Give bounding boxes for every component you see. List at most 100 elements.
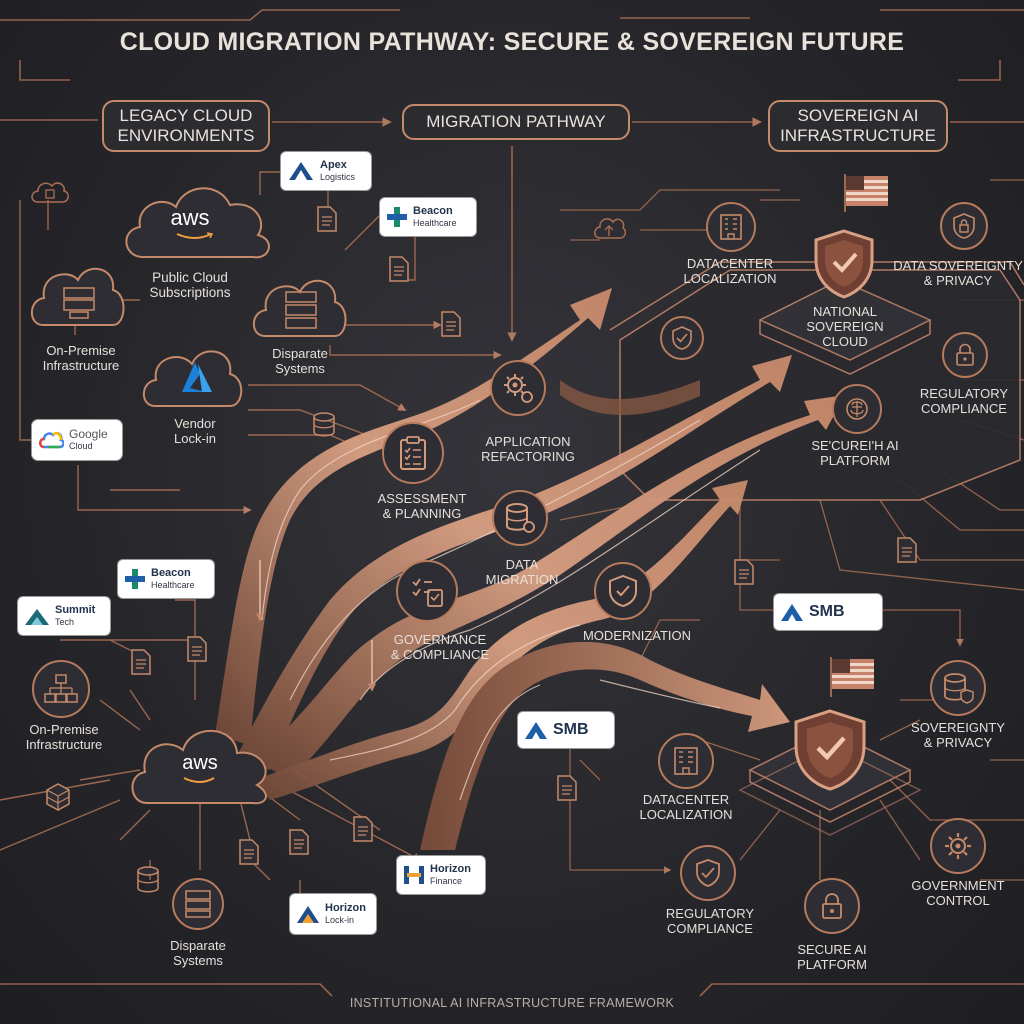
label-datacenter-bottom: DATACENTER LOCALIZATION [639, 792, 733, 822]
beacon-left-label: Beacon [151, 567, 191, 579]
lock-icon [956, 343, 974, 366]
document-icon [353, 816, 373, 842]
gear-icon [945, 833, 971, 859]
label-regulatory-top: REGULATORY COMPLIANCE [919, 386, 1009, 416]
document-icon [557, 775, 577, 801]
document-icon [289, 829, 309, 855]
aws-cloud-bottom-icon [131, 729, 267, 805]
aws-cloud-icon [125, 187, 270, 259]
us-flag-icon [844, 174, 888, 212]
summit-sub-label: Tech [55, 617, 75, 627]
label-disparate-bottom: Disparate Systems [170, 938, 226, 968]
secure-ai-bottom-circle [804, 878, 860, 934]
small-cloud-icon [31, 182, 69, 203]
apex-label: Apex [320, 159, 347, 171]
building-icon [720, 214, 742, 240]
regulatory-bottom-circle [680, 845, 736, 901]
google-sub-label: Cloud [69, 441, 93, 451]
shield-top-left-circle [660, 316, 704, 360]
document-icon [389, 256, 409, 282]
cloud-upload-icon [594, 218, 626, 239]
government-control-circle [930, 818, 986, 874]
google-label: Google [69, 427, 108, 441]
storage-box-icon [46, 783, 70, 811]
horizon-finance-label: Horizon [430, 863, 471, 875]
gears-icon [504, 374, 533, 403]
diagram-title: CLOUD MIGRATION PATHWAY: SECURE & SOVERE… [119, 28, 905, 56]
azure-cloud-icon [142, 350, 243, 407]
label-governance: GOVERNANCE & COMPLIANCE [390, 632, 490, 662]
secure-ai-top-circle [832, 384, 882, 434]
horizon-lockin-sub-label: Lock-in [325, 915, 355, 925]
step-governance-circle [396, 560, 458, 622]
org-chart-circle [32, 660, 90, 718]
aws-bottom-logo-text: aws [182, 752, 218, 774]
smb-middle-label: SMB [553, 721, 589, 738]
label-national-cloud: NATIONAL SOVEREIGN CLOUD [806, 304, 884, 349]
label-disparate-top: Disparate Systems [272, 346, 328, 376]
server-stack-cloud-icon [252, 279, 347, 337]
horizon-finance-sub-label: Finance [430, 876, 463, 886]
horizon-logo-icon [404, 866, 424, 884]
document-icon [187, 636, 207, 662]
org-chart-icon [44, 674, 78, 703]
document-icon [131, 649, 151, 675]
server-cloud-icon [30, 267, 125, 326]
smb-logo-icon [525, 722, 547, 739]
building-icon [674, 747, 698, 775]
step-app-refactoring-circle [490, 360, 546, 416]
label-data-migration: DATA MIGRATION [485, 557, 559, 587]
shield-check-icon [609, 574, 637, 608]
document-icon [317, 206, 337, 232]
smb-logo-icon [781, 604, 803, 621]
document-icon [239, 839, 259, 865]
document-icon [734, 559, 754, 585]
beacon-logo-icon [387, 207, 407, 227]
shield-check-icon [696, 859, 720, 887]
label-app-refactoring: APPLICATION REFACTORING [481, 434, 575, 464]
beacon-top-sub-label: Healthcare [413, 218, 457, 228]
database-gear-icon [506, 503, 535, 533]
governance-checklist-icon [412, 578, 443, 607]
label-datacenter-top: DATACENTER LOCALIZATION [683, 256, 777, 286]
summit-label: Summit [55, 604, 96, 616]
data-sovereignty-circle [940, 202, 988, 250]
aws-smile-icon [176, 232, 214, 239]
datacenter-bottom-circle [658, 733, 714, 789]
aws-smile-icon [183, 777, 215, 783]
lock-icon [822, 893, 842, 919]
apex-logo-icon [289, 162, 313, 180]
label-public-cloud: Public Cloud Subscriptions [149, 270, 231, 300]
sovereign-shield-icon [794, 709, 866, 791]
badge-smb-middle: SMB [518, 712, 614, 748]
server-rack-icon [185, 890, 211, 918]
database-icon [313, 412, 335, 437]
step-modernization-circle [594, 562, 652, 620]
label-sovereignty-bottom: SOVEREIGNTY & PRIVACY [911, 720, 1005, 750]
clipboard-checklist-icon [400, 436, 426, 470]
document-icon [897, 537, 917, 563]
summit-logo-icon [25, 609, 49, 625]
smb-right-label: SMB [809, 603, 845, 620]
step-data-migration-circle [492, 490, 548, 546]
header-migration-pathway: MIGRATION PATHWAY [402, 104, 630, 140]
database-icon [137, 866, 159, 893]
server-rack-circle [172, 878, 224, 930]
label-assessment: ASSESSMENT & PLANNING [377, 491, 467, 521]
beacon-logo-icon [125, 569, 145, 589]
lock-shield-icon [953, 213, 975, 239]
document-icon [441, 311, 461, 337]
google-cloud-icon [39, 431, 64, 449]
horizon-lockin-logo-icon [297, 906, 319, 923]
footer-caption: INSTITUTIONAL AI INFRASTRUCTURE FRAMEWOR… [349, 996, 675, 1010]
us-flag-icon [830, 657, 874, 697]
